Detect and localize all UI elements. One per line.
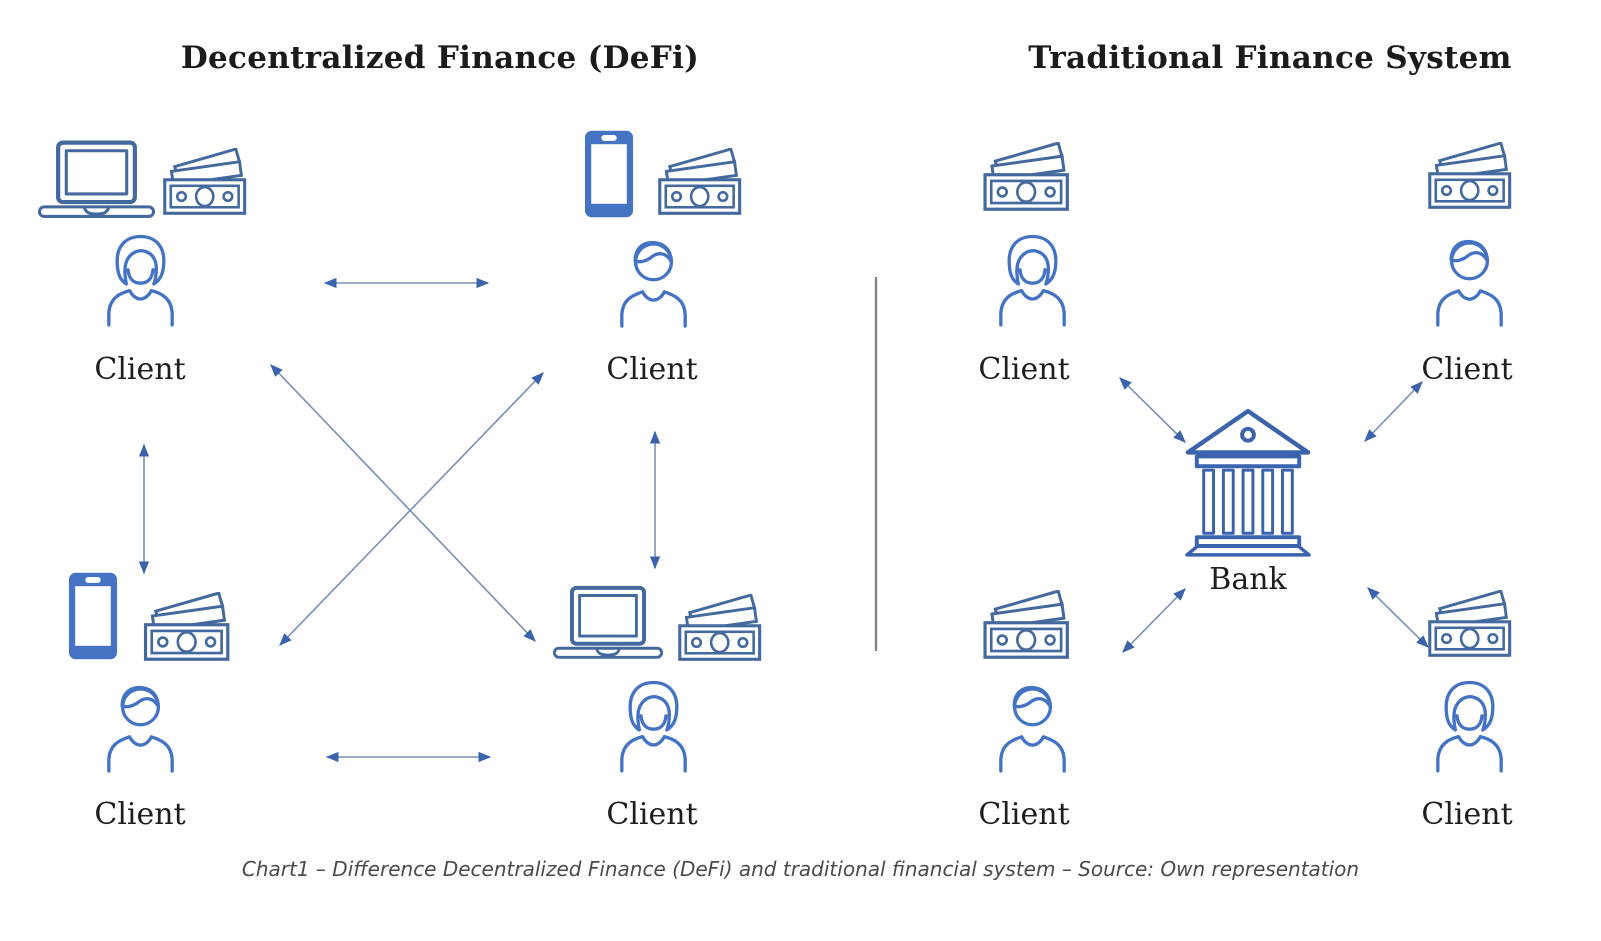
- bank-node: Bank: [1150, 404, 1346, 614]
- chart-caption: Chart1 – Difference Decentralized Financ…: [241, 857, 1360, 881]
- money-icon: [983, 142, 1072, 211]
- defi-arrow-diagonal-tl-br: [270, 364, 536, 642]
- client-label: Client: [978, 352, 1070, 387]
- right-panel-title: Traditional Finance System: [1028, 40, 1512, 76]
- money-icon: [983, 590, 1072, 659]
- smartphone-icon: [68, 570, 118, 662]
- defi-client-top-right: Client: [540, 126, 764, 396]
- tfs-arrow-topright-bank: [1364, 381, 1423, 442]
- defi-client-bottom-right: Client: [540, 568, 764, 834]
- tfs-arrow-bottomleft-bank: [1122, 588, 1186, 653]
- laptop-icon: [553, 585, 663, 661]
- client-label: Client: [94, 352, 186, 387]
- woman-client-icon: [995, 230, 1070, 328]
- man-client-icon: [995, 678, 1070, 774]
- client-label: Client: [1421, 797, 1513, 832]
- client-label: Client: [1421, 352, 1513, 387]
- defi-arrow-diagonal-tr-bl: [279, 372, 544, 646]
- left-panel-title: Decentralized Finance (DeFi): [180, 40, 700, 76]
- bank-label: Bank: [1209, 562, 1287, 597]
- tfs-client-bottom-left: Client: [912, 568, 1136, 834]
- man-client-icon: [616, 233, 691, 329]
- money-icon: [678, 594, 764, 661]
- laptop-icon: [38, 140, 155, 220]
- man-client-icon: [103, 678, 178, 774]
- woman-client-icon: [616, 676, 691, 774]
- money-icon: [143, 592, 233, 661]
- man-client-icon: [1432, 232, 1507, 328]
- defi-client-bottom-left: Client: [28, 568, 252, 834]
- defi-client-top-left: Client: [28, 126, 252, 396]
- tfs-client-bottom-right: Client: [1355, 568, 1579, 834]
- money-icon: [1428, 142, 1514, 209]
- woman-client-icon: [103, 230, 178, 328]
- client-label: Client: [978, 797, 1070, 832]
- money-icon: [163, 148, 249, 215]
- client-label: Client: [606, 352, 698, 387]
- tfs-arrow-topleft-bank: [1119, 377, 1186, 443]
- tfs-client-top-left: Client: [912, 126, 1136, 396]
- client-label: Client: [606, 797, 698, 832]
- tfs-client-top-right: Client: [1355, 126, 1579, 396]
- money-icon: [1428, 590, 1514, 657]
- woman-client-icon: [1432, 676, 1507, 774]
- money-icon: [658, 148, 744, 215]
- smartphone-icon: [584, 128, 634, 220]
- tfs-arrow-bottomright-bank: [1367, 587, 1429, 648]
- bank-icon: [1183, 408, 1313, 558]
- client-label: Client: [94, 797, 186, 832]
